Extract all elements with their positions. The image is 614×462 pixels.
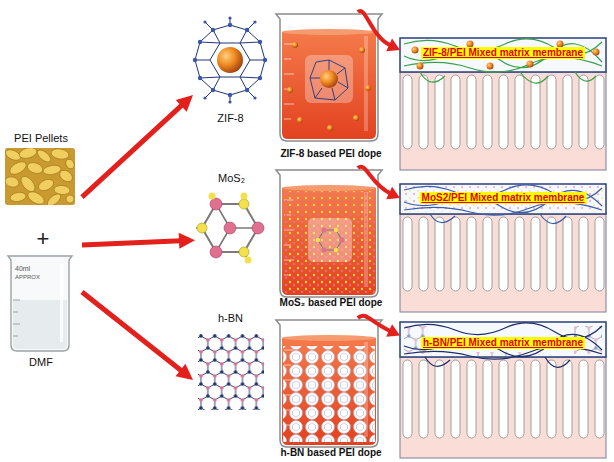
zif8-dope-picture bbox=[276, 14, 382, 141]
mos2-membrane-picture bbox=[400, 184, 606, 312]
flow-arrow bbox=[82, 95, 193, 197]
hbn-membrane-picture bbox=[400, 322, 606, 458]
arrow-shaft bbox=[82, 241, 181, 245]
material-label: DMF bbox=[29, 356, 53, 369]
beaker-marking: 40ml bbox=[15, 265, 30, 272]
filler-structure: MoS₂ bbox=[195, 172, 268, 268]
dope-label: h-BN based PEI dope bbox=[280, 447, 381, 459]
arrow-shaft bbox=[358, 316, 391, 332]
beaker-marking: APPROX bbox=[15, 274, 40, 280]
dope-beaker: MoS₂ based PEI dope bbox=[270, 168, 392, 311]
membrane-panel: MoS2/PEI Mixed matrix membrane bbox=[400, 184, 606, 312]
dope-beaker: ZIF-8 based PEI dope bbox=[270, 12, 392, 162]
solvent-beaker: DMF bbox=[6, 256, 76, 370]
flow-arrow bbox=[358, 167, 400, 200]
arrow-head bbox=[386, 38, 400, 51]
hbn-dope-picture bbox=[276, 320, 382, 447]
filler-label: ZIF-8 bbox=[217, 112, 243, 125]
flow-arrow bbox=[358, 11, 400, 51]
membrane-label: h-BN/PEI Mixed matrix membrane bbox=[421, 337, 585, 349]
filler-label: MoS₂ bbox=[218, 172, 245, 185]
arrow-shaft bbox=[82, 292, 182, 371]
membrane-label: MoS2/PEI Mixed matrix membrane bbox=[420, 192, 587, 204]
filler-label: h-BN bbox=[218, 312, 243, 325]
arrow-shaft bbox=[358, 11, 391, 46]
arrow-head bbox=[175, 364, 193, 380]
dope-beaker: h-BN based PEI dope bbox=[270, 318, 392, 460]
flow-arrow bbox=[358, 316, 400, 337]
filler-structure: ZIF-8 bbox=[193, 14, 268, 128]
mos2-structure bbox=[196, 193, 264, 264]
arrow-head bbox=[179, 233, 195, 249]
arrow-head bbox=[386, 324, 400, 337]
material-label: PEI Pellets bbox=[14, 132, 68, 145]
zif8-membrane-picture bbox=[400, 38, 606, 170]
zif8-structure bbox=[193, 16, 267, 103]
flow-arrow bbox=[82, 292, 193, 380]
arrow-shaft bbox=[82, 104, 183, 197]
plus-sign: + bbox=[37, 228, 50, 250]
arrow-head bbox=[386, 187, 400, 200]
membrane-panel: h-BN/PEI Mixed matrix membrane bbox=[400, 322, 606, 458]
pellet-picture bbox=[5, 148, 75, 205]
arrow-head bbox=[176, 95, 193, 112]
mos2-dope-picture bbox=[276, 170, 382, 297]
membrane-panel: ZIF-8/PEI Mixed matrix membrane bbox=[400, 38, 606, 170]
dope-label: ZIF-8 based PEI dope bbox=[280, 148, 381, 160]
material-group: + PEI PelletsDMF bbox=[4, 128, 82, 372]
hbn-structure bbox=[198, 334, 264, 410]
filler-structure: h-BN bbox=[193, 312, 268, 415]
flow-arrow bbox=[82, 233, 195, 249]
dope-label: MoS₂ based PEI dope bbox=[280, 297, 383, 309]
pellet-image: PEI Pellets bbox=[4, 132, 78, 208]
membrane-label: ZIF-8/PEI Mixed matrix membrane bbox=[421, 47, 585, 59]
solvent-beaker-picture bbox=[8, 256, 72, 351]
arrow-shaft bbox=[358, 167, 391, 194]
